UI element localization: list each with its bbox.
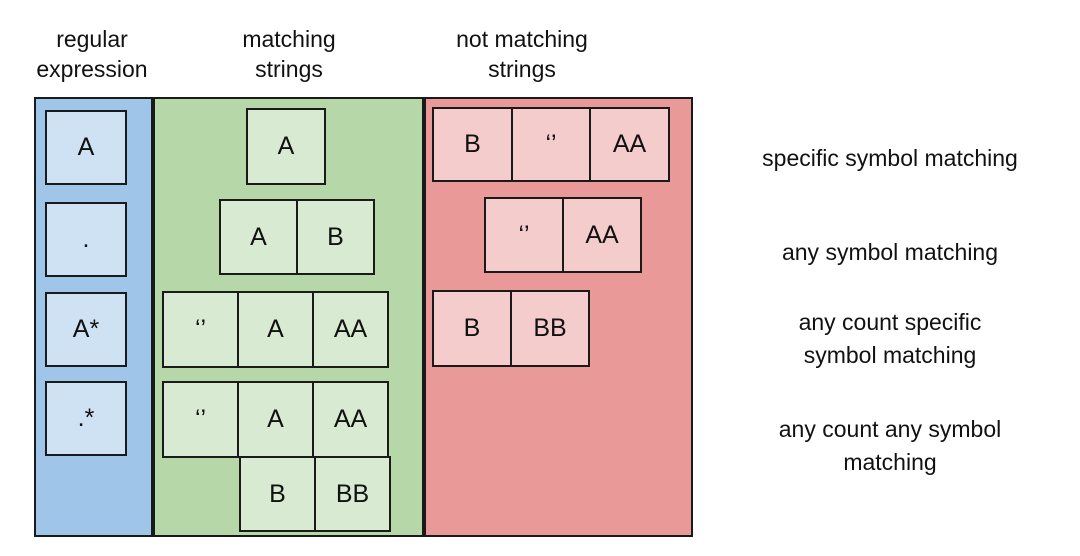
row-label-line: any count any symbol <box>778 416 1002 442</box>
not-matching-string-cell: B <box>432 107 513 182</box>
column-header-matching-line2: strings <box>255 56 323 82</box>
not-matching-string-cell: AA <box>589 107 670 182</box>
regex-cell: .* <box>45 381 127 456</box>
regex-cell: A <box>45 110 127 185</box>
matching-row-5: B BB <box>239 456 391 532</box>
matching-string-cell: B <box>239 456 316 532</box>
row-label-any-count-specific-symbol: any count specific symbol matching <box>700 306 1080 372</box>
column-header-not-matching: not matching strings <box>412 24 632 84</box>
not-matching-string-cell: BB <box>510 290 590 367</box>
regex-cell: . <box>45 202 127 277</box>
not-matching-string-cell: B <box>432 290 512 367</box>
matching-string-cell: AA <box>312 291 389 368</box>
not-matching-string-cell: ‘’ <box>484 197 564 273</box>
matching-string-cell: A <box>237 291 314 368</box>
column-header-regex: regular expression <box>8 24 176 84</box>
matching-string-cell: A <box>237 381 314 458</box>
not-matching-string-cell: ‘’ <box>511 107 591 182</box>
matching-row-4: ‘’ A AA <box>162 381 389 458</box>
not-matching-row-3: B BB <box>432 290 590 367</box>
not-matching-row-1: B ‘’ AA <box>432 107 670 182</box>
row-label-line: any symbol matching <box>781 239 999 265</box>
matching-string-cell: A <box>246 108 326 185</box>
matching-string-cell: AA <box>312 381 389 458</box>
regex-cell: A* <box>45 292 127 367</box>
matching-row-3: ‘’ A AA <box>162 291 389 368</box>
column-header-regex-line2: expression <box>36 56 148 82</box>
row-label-line: specific symbol matching <box>762 145 1018 171</box>
row-label-line: symbol matching <box>803 342 977 368</box>
row-label-any-count-any-symbol: any count any symbol matching <box>700 413 1080 479</box>
column-header-not-matching-line2: strings <box>488 56 556 82</box>
matching-row-1: A <box>246 108 326 185</box>
matching-string-cell: B <box>296 199 375 275</box>
matching-row-2: A B <box>219 199 375 275</box>
row-label-line: matching <box>843 449 937 475</box>
matching-string-cell: ‘’ <box>162 291 239 368</box>
row-label-specific-symbol: specific symbol matching <box>700 142 1080 175</box>
not-matching-row-2: ‘’ AA <box>484 197 642 273</box>
row-label-any-symbol: any symbol matching <box>700 236 1080 269</box>
row-label-line: any count specific <box>798 309 982 335</box>
column-header-not-matching-line1: not matching <box>456 26 588 52</box>
column-header-regex-line1: regular <box>56 26 128 52</box>
matching-string-cell: A <box>219 199 298 275</box>
column-header-matching: matching strings <box>203 24 375 84</box>
matching-string-cell: ‘’ <box>162 381 239 458</box>
matching-string-cell: BB <box>314 456 391 532</box>
not-matching-string-cell: AA <box>562 197 642 273</box>
column-header-matching-line1: matching <box>242 26 336 52</box>
